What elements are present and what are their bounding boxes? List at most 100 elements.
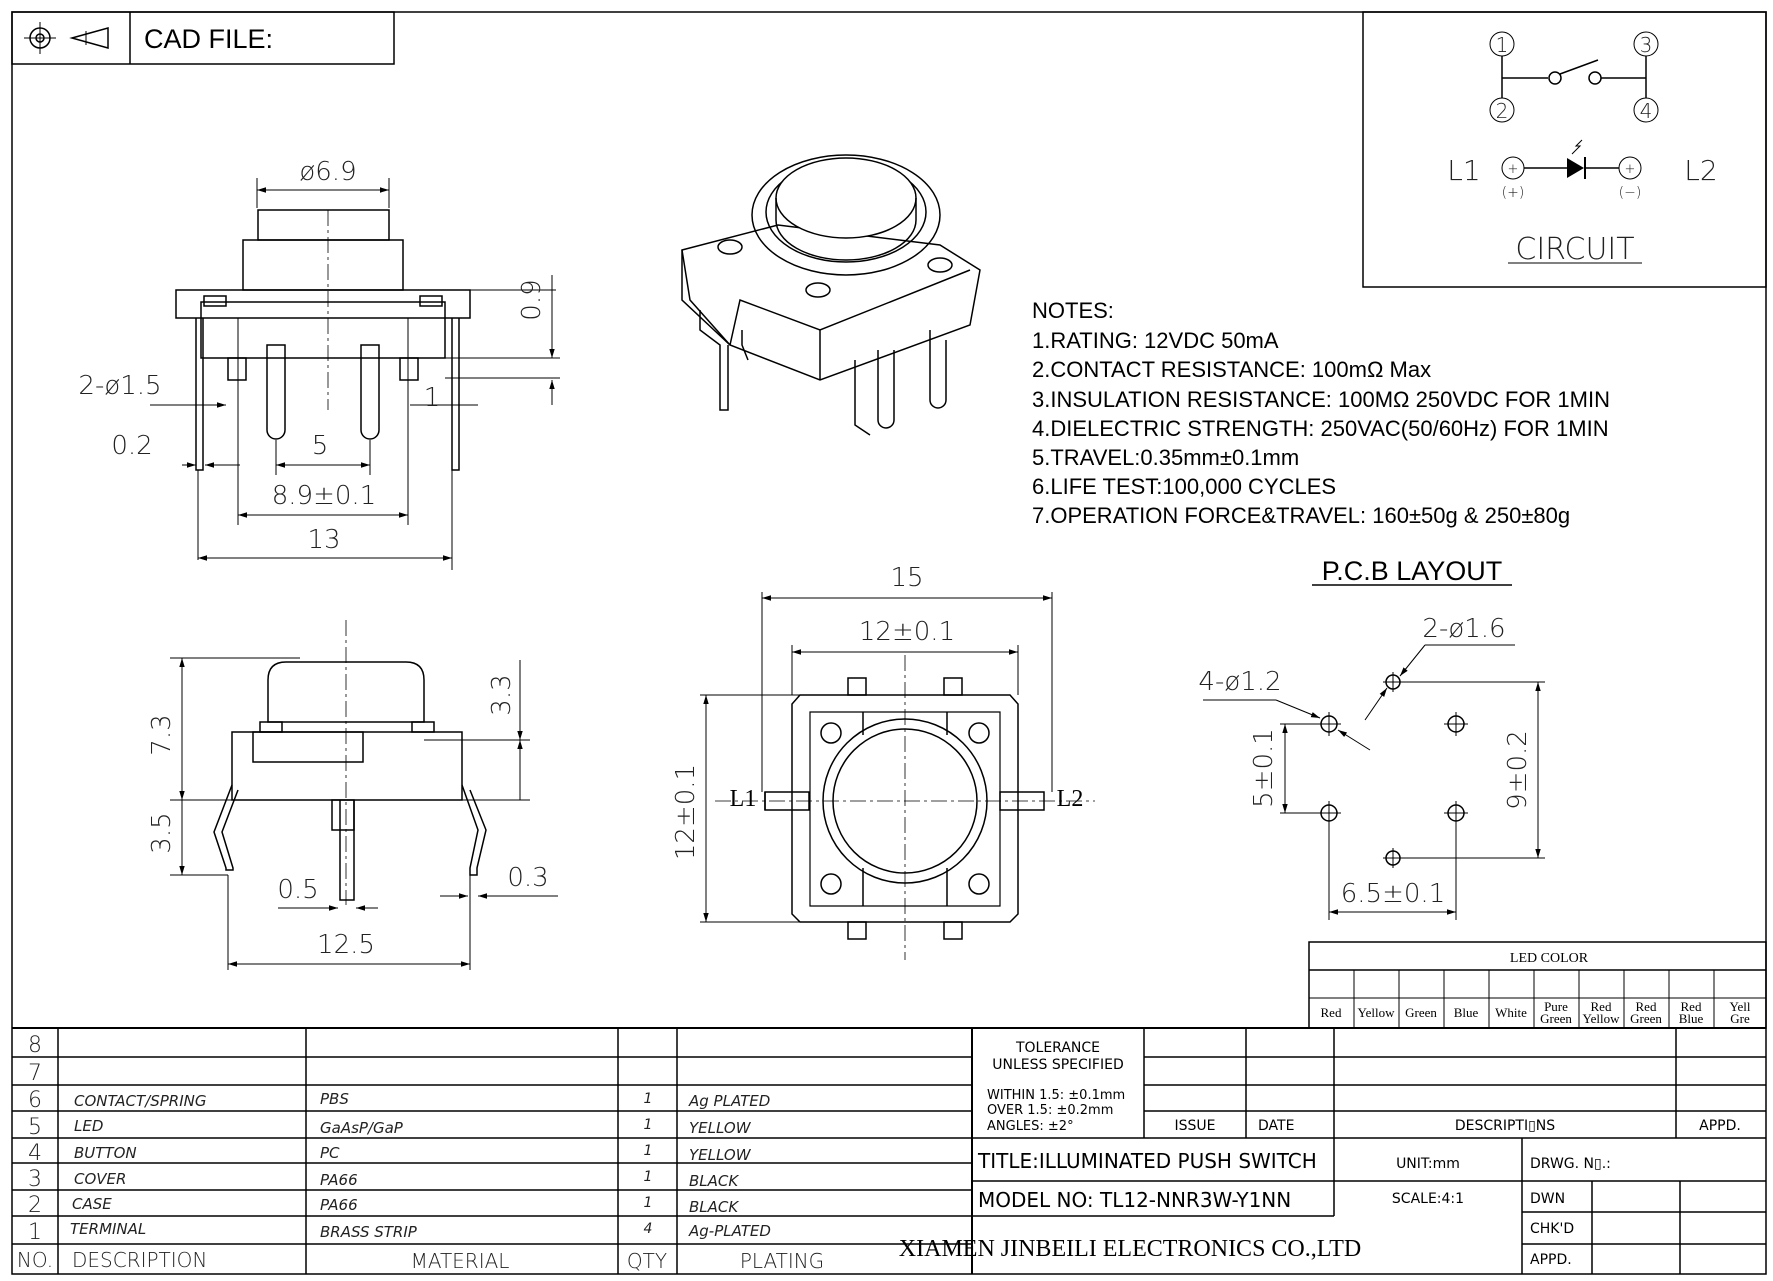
bom-table-grid	[12, 1027, 1766, 1274]
dim-12-horizontal: 12±0.1	[859, 617, 955, 647]
tolerance-within: WITHIN 1.5: ±0.1mm	[987, 1088, 1125, 1103]
appd-label: APPD.	[1699, 1118, 1741, 1134]
bom-row-2-mat: PA66	[320, 1196, 358, 1214]
notes-heading: NOTES:	[1032, 298, 1114, 323]
led-col-yellgre-2: Gre	[1730, 1011, 1750, 1026]
bom-header-plating: PLATING	[740, 1249, 824, 1273]
issue-label: ISSUE	[1175, 1118, 1216, 1134]
minus-label: (−)	[1619, 185, 1642, 201]
pin-4-label: 4	[1640, 99, 1653, 123]
bom-row-6-no: 6	[28, 1088, 42, 1113]
bom-row-3-plating: BLACK	[689, 1172, 739, 1190]
header-box: CAD FILE:	[11, 11, 395, 65]
led-col-redyellow-2: Yellow	[1583, 1011, 1621, 1026]
bom-row-2-plating: BLACK	[689, 1198, 739, 1216]
top-view-dims: 15 12±0.1 12±0.1 L1 L2	[671, 563, 1083, 860]
dim-8-9: 8.9±0.1	[272, 481, 376, 511]
bom-row-1-mat: BRASS STRIP	[320, 1223, 418, 1241]
pcb-layout-title: P.C.B LAYOUT	[1322, 556, 1503, 586]
bom-row-4-mat: PC	[320, 1144, 340, 1162]
led-col-redgreen-1: Red	[1636, 999, 1657, 1014]
dim-2-dia-1-6: 2-ø1.6	[1422, 614, 1505, 644]
led-col-red: Red	[1321, 1005, 1342, 1020]
bom-row-5-desc: LED	[74, 1117, 103, 1135]
bom-row-6-qty: 1	[644, 1091, 653, 1107]
dim-9-pcb: 9±0.2	[1503, 730, 1533, 810]
plus-label: (+)	[1502, 185, 1525, 201]
bom-row-4-plating: YELLOW	[689, 1146, 752, 1164]
circuit-box: 1 2 3 4 L1 L2 + + (+) (−) CIRCUIT	[1362, 11, 1767, 288]
led-diode-icon	[1567, 158, 1584, 178]
bom-row-5-no: 5	[28, 1115, 42, 1140]
svg-text:+: +	[1625, 162, 1636, 177]
led-color-labels: LED COLOR Red Yellow Green Blue White Pu…	[1321, 951, 1751, 1026]
tolerance-angles: ANGLES: ±2°	[987, 1119, 1074, 1134]
dim-pin-diameter: 2-ø1.5	[78, 371, 161, 401]
company-name: XIAMEN JINBEILI ELECTRONICS CO.,LTD	[899, 1236, 1361, 1262]
bom-row-1-qty: 4	[644, 1221, 653, 1237]
dim-13: 13	[307, 525, 340, 555]
bom-row-2-no: 2	[28, 1193, 42, 1218]
bom-row-2-qty: 1	[644, 1195, 653, 1211]
bom-row-5-qty: 1	[644, 1117, 653, 1133]
dim-7-3: 7.3	[147, 714, 177, 755]
dim-3-3: 3.3	[487, 674, 517, 715]
bom-header-mat: MATERIAL	[411, 1249, 510, 1273]
unless-specified-label: UNLESS SPECIFIED	[992, 1057, 1123, 1073]
pin-3-label: 3	[1640, 33, 1653, 57]
sheet-border	[11, 11, 1767, 1275]
note-2: 2.CONTACT RESISTANCE: 100mΩ Max	[1032, 357, 1431, 382]
descriptions-label: DESCRIPTI▯NS	[1455, 1118, 1555, 1134]
bom-row-5-plating: YELLOW	[689, 1119, 752, 1137]
pin-2-label: 2	[1496, 99, 1509, 123]
front-view-dims: ø6.9 0.9 2-ø1.5 1 0.2 5 8.9±0.1 13	[78, 157, 547, 555]
bom-row-3-qty: 1	[644, 1169, 653, 1185]
side-view	[170, 620, 558, 970]
bom-row-1-desc: TERMINAL	[70, 1220, 146, 1238]
pcb-layout-dims: P.C.B LAYOUT 2-ø1.6 4-ø1.2 5±0.1 9±0.2 6…	[1198, 556, 1533, 909]
pcb-layout	[1203, 644, 1545, 920]
led-col-yellow: Yellow	[1358, 1005, 1396, 1020]
bom-row-1-plating: Ag-PLATED	[688, 1222, 771, 1240]
bom-row-6-mat: PBS	[320, 1090, 349, 1108]
dim-3-5: 3.5	[147, 812, 177, 853]
note-7: 7.OPERATION FORCE&TRAVEL: 160±50g & 250±…	[1032, 503, 1570, 528]
tolerance-label: TOLERANCE	[1015, 1040, 1100, 1056]
top-l1-label: L1	[730, 786, 757, 812]
dim-0-2: 0.2	[111, 431, 152, 461]
led-col-green: Green	[1405, 1005, 1437, 1020]
circuit-title: CIRCUIT	[1515, 232, 1634, 267]
projection-symbol-icon	[24, 22, 109, 54]
led-col-white: White	[1495, 1005, 1527, 1020]
dim-diameter-6-9: ø6.9	[299, 157, 356, 187]
note-3: 3.INSULATION RESISTANCE: 100MΩ 250VDC FO…	[1032, 387, 1610, 412]
cad-file-label: CAD FILE:	[144, 24, 273, 54]
pin-1-label: 1	[1496, 33, 1509, 57]
led-col-blue: Blue	[1454, 1005, 1479, 1020]
appd2-label: APPD.	[1530, 1252, 1572, 1268]
bom-row-3-desc: COVER	[74, 1170, 126, 1188]
led-col-redblue-1: Red	[1681, 999, 1702, 1014]
side-view-dims: 7.3 3.3 3.5 0.5 0.3 12.5	[147, 674, 549, 960]
top-view	[700, 592, 1095, 960]
unit-label: UNIT:mm	[1396, 1156, 1460, 1172]
bom-row-3-no: 3	[28, 1167, 42, 1192]
note-1: 1.RATING: 12VDC 50mA	[1032, 328, 1279, 353]
dim-12-5: 12.5	[317, 930, 375, 960]
dim-6-5-pcb: 6.5±0.1	[1341, 879, 1445, 909]
led-color-table	[1308, 941, 1767, 1029]
svg-text:+: +	[1508, 162, 1519, 177]
dim-0-3: 0.3	[507, 863, 548, 893]
bom-row-7-no: 7	[28, 1061, 42, 1086]
bom-row-2-desc: CASE	[72, 1195, 112, 1213]
tolerance-over: OVER 1.5: ±0.2mm	[987, 1103, 1113, 1118]
isometric-view	[681, 154, 981, 436]
front-view	[150, 178, 560, 570]
bom-header-qty: QTY	[627, 1249, 667, 1273]
bom-row-4-qty: 1	[644, 1143, 653, 1159]
dim-1: 1	[424, 383, 441, 413]
dim-0-9: 0.9	[517, 279, 547, 320]
led-col-redgreen-2: Green	[1630, 1011, 1662, 1026]
bom-row-4-desc: BUTTON	[74, 1144, 137, 1162]
